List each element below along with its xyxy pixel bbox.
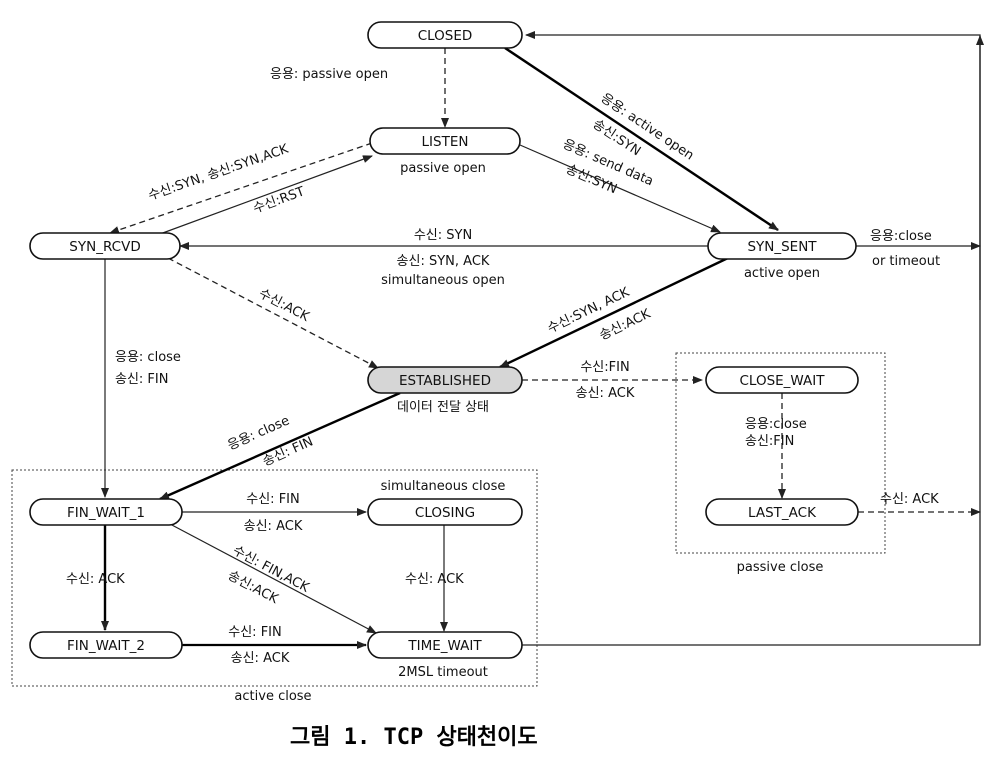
label-synsent-close-1: 응용:close [870,229,932,244]
edge-synrcvd-established [167,257,379,369]
label-synsent-established-2: 송신:ACK [597,306,653,343]
state-syn-rcvd: SYN_RCVD [29,232,181,260]
label-closed-listen: 응용: passive open [270,67,388,82]
note-listen: passive open [400,161,486,176]
label-closewait-lastack-1: 응용:close [745,417,807,432]
note-simultaneous-close: simultaneous close [381,479,506,494]
state-close-wait: CLOSE_WAIT [705,366,859,394]
edge-synrcvd-listen [159,155,373,235]
label-synsent-close-2: or timeout [872,254,940,269]
edge-established-finwait1 [159,391,401,501]
label-lastack-closed: 수신: ACK [880,492,939,507]
label-synrcvd-finwait1-2: 송신: FIN [115,372,168,387]
state-fin-wait-2: FIN_WAIT_2 [29,631,183,659]
state-fin-wait-1-label: FIN_WAIT_1 [67,505,145,521]
label-established-closewait-2: 송신: ACK [576,386,635,401]
state-syn-rcvd-label: SYN_RCVD [69,239,140,255]
label-closing-timewait: 수신: ACK [405,572,464,587]
passive-close-group [675,352,886,554]
state-listen: LISTEN [369,127,521,155]
state-syn-sent: SYN_SENT [707,232,857,260]
state-established: ESTABLISHED [367,366,523,394]
state-closing: CLOSING [367,498,523,526]
label-synrcvd-listen: 수신:RST [251,184,306,216]
label-finwait1-closing-2: 송신: ACK [244,519,303,534]
note-time-wait: 2MSL timeout [398,665,488,680]
state-time-wait-label: TIME_WAIT [407,638,482,654]
state-closed: CLOSED [367,21,523,49]
state-fin-wait-1: FIN_WAIT_1 [29,498,183,526]
note-established: 데이터 전달 상태 [397,400,489,415]
state-listen-label: LISTEN [422,134,469,150]
state-closing-label: CLOSING [415,505,475,521]
state-last-ack: LAST_ACK [705,498,859,526]
state-syn-sent-label: SYN_SENT [747,239,817,255]
label-synsent-synrcvd-2: 송신: SYN, ACK [397,254,490,269]
label-established-finwait1-2: 송신: FIN [261,434,316,469]
label-closewait-lastack-2: 송신:FIN [745,434,794,449]
label-finwait2-timewait-1: 수신: FIN [228,625,281,640]
edge-timewait-closed [522,31,981,646]
note-syn-sent: active open [744,266,820,281]
active-close-group [11,469,538,687]
figure-caption: 그림 1. TCP 상태천이도 [290,725,538,750]
edge-listen-synsent [519,144,721,233]
note-active-close: active close [234,689,311,704]
label-finwait1-closing-1: 수신: FIN [246,492,299,507]
edge-finwait1-timewait [169,523,377,634]
label-synsent-synrcvd-1: 수신: SYN [414,228,472,243]
label-synrcvd-finwait1-1: 응용: close [115,350,181,365]
state-established-label: ESTABLISHED [399,373,491,389]
label-synsent-synrcvd-3: simultaneous open [381,273,505,288]
state-time-wait: TIME_WAIT [367,631,523,659]
label-established-closewait-1: 수신:FIN [580,360,629,375]
state-last-ack-label: LAST_ACK [748,505,817,521]
label-finwait2-timewait-2: 송신: ACK [231,651,290,666]
state-closed-label: CLOSED [418,28,473,44]
state-fin-wait-2-label: FIN_WAIT_2 [67,638,145,654]
note-passive-close: passive close [737,560,824,575]
label-finwait1-finwait2: 수신: ACK [66,572,125,587]
state-close-wait-label: CLOSE_WAIT [739,373,825,389]
edge-closed-synsent [504,47,779,231]
edge-listen-synrcvd [109,142,373,234]
edge-synsent-established [499,256,729,369]
